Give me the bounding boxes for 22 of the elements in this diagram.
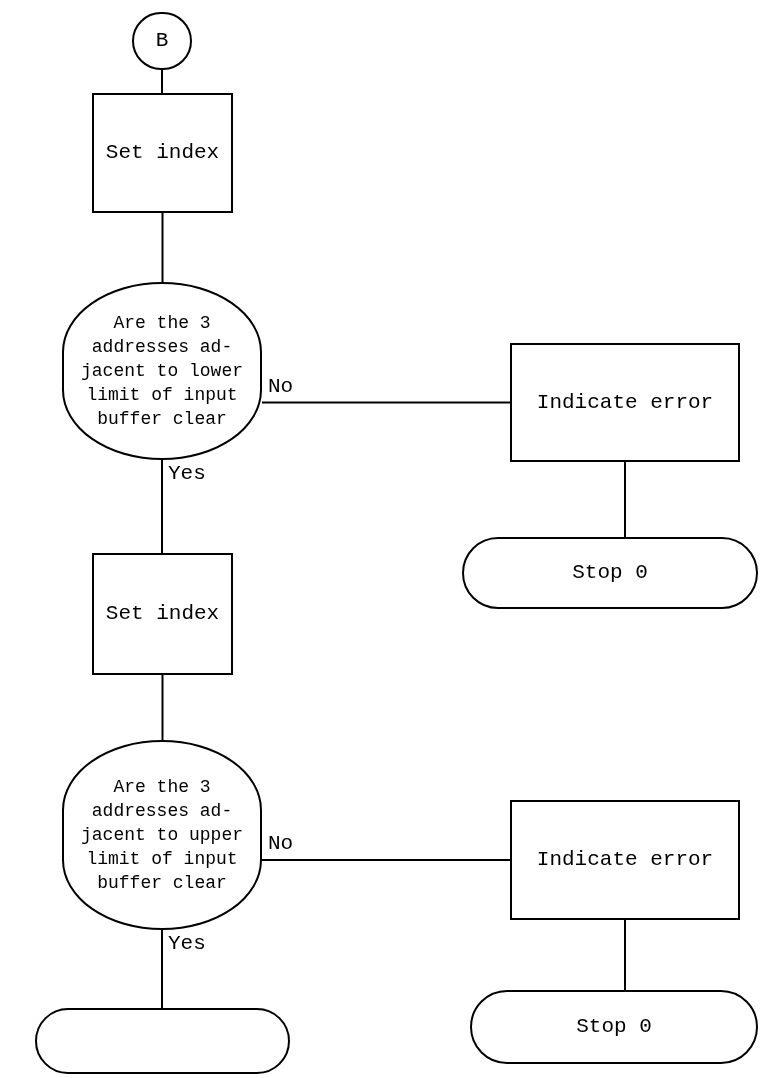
node-label: Set index xyxy=(105,140,220,166)
connector-line xyxy=(624,919,626,991)
process-box xyxy=(92,553,233,675)
connector-line xyxy=(161,929,163,1009)
node-label: Set index xyxy=(105,601,220,627)
connector-line xyxy=(261,401,511,404)
connector-line xyxy=(161,212,164,283)
node-label: Stop 0 xyxy=(576,1014,652,1040)
process-box xyxy=(92,93,233,213)
process-box xyxy=(510,343,740,462)
connector-line xyxy=(161,459,163,554)
connector-line xyxy=(161,69,163,94)
node-label: B xyxy=(155,28,169,54)
process-box xyxy=(510,800,740,920)
node-label: Indicate error xyxy=(536,847,714,873)
node-label: Indicate error xyxy=(536,389,714,416)
node-label: Are the 3 addresses ad- jacent to lower limit of input buffer clear xyxy=(80,312,244,431)
node-label: Stop 0 xyxy=(572,560,648,586)
connector-line xyxy=(161,674,164,741)
node-label: Are the 3 addresses ad- jacent to upper limit of input buffer clear xyxy=(80,776,244,895)
connector-line xyxy=(261,859,511,861)
connector-line xyxy=(624,461,626,538)
